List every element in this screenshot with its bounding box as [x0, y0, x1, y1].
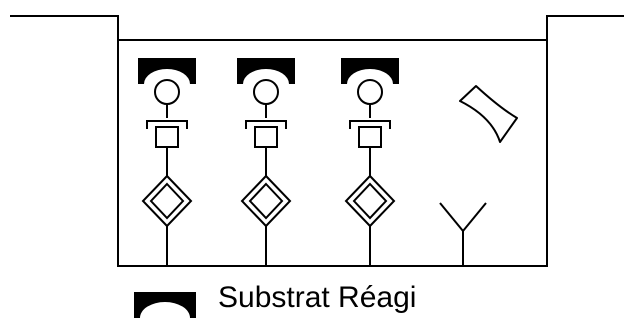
secondary-antibody-bracket — [146, 120, 188, 129]
antigen-inner-diamond — [352, 182, 388, 220]
legend: Substrat Réagi — [134, 278, 416, 318]
stack-2 — [237, 58, 295, 266]
secondary-antibody-bracket — [245, 120, 287, 129]
reacted-substrate-legend-icon — [134, 292, 196, 318]
enzyme-circle — [357, 79, 383, 105]
plate-well-outline — [10, 15, 624, 267]
stack-3 — [341, 58, 399, 266]
reacted-substrate-shape — [138, 58, 196, 84]
secondary-antibody-bracket — [349, 120, 391, 129]
secondary-antibody-square — [254, 126, 278, 148]
antigen-inner-diamond — [248, 182, 284, 220]
legend-label: Substrat Réagi — [218, 281, 417, 314]
capture-antibody-y — [439, 202, 487, 266]
stack-1 — [138, 58, 196, 266]
reacted-substrate-shape — [341, 58, 399, 84]
free-unbound-reagent-shape — [459, 85, 518, 143]
enzyme-circle — [253, 79, 279, 105]
antigen-inner-diamond — [149, 182, 185, 220]
secondary-antibody-square — [155, 126, 179, 148]
enzyme-circle — [154, 79, 180, 105]
reacted-substrate-shape — [237, 58, 295, 84]
secondary-antibody-square — [358, 126, 382, 148]
